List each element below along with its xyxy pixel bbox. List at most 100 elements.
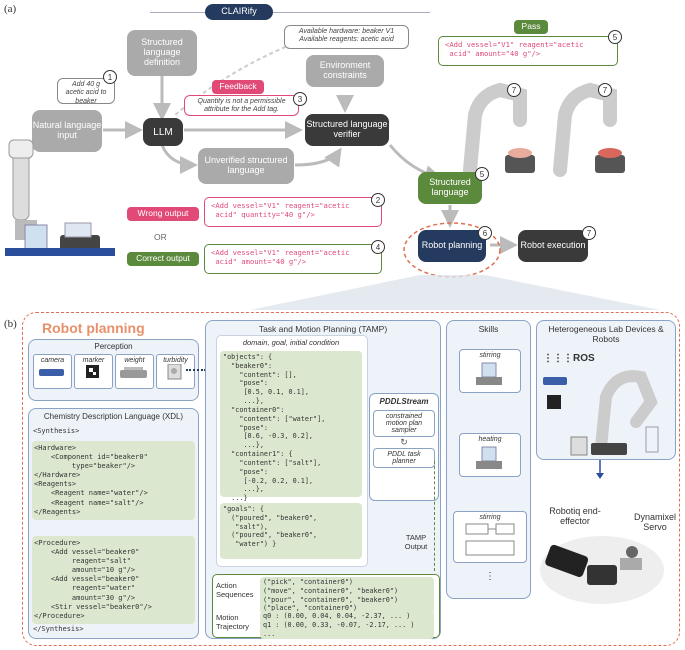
robot-planning-text: Robot planning: [421, 240, 483, 251]
tamp-panel: Task and Motion Planning (TAMP) domain, …: [205, 320, 441, 640]
skills-title: Skills: [478, 324, 499, 334]
xdl-title: Chemistry Description Language (XDL): [43, 412, 184, 421]
stirring-flow-icon: [465, 523, 515, 556]
robot-execution-text: Robot execution: [520, 240, 586, 251]
zoom-cone: [250, 275, 660, 310]
weight-label: weight: [124, 357, 145, 364]
wrong-output-code-box: <Add vessel="V1" reagent="acetic acid" q…: [204, 197, 382, 227]
turbidity-sensor: turbidity: [156, 354, 195, 389]
clairify-title: CLAIRify: [205, 4, 273, 20]
camera-icon: [39, 369, 64, 376]
verifier-text: Structured language verifier: [306, 119, 388, 139]
xdl-procedure-block: <Procedure> <Add vessel="beaker0" reagen…: [32, 536, 195, 624]
feedback-label: Feedback: [212, 80, 264, 94]
wrong-output-code: <Add vessel="V1" reagent="acetic acid" q…: [211, 201, 350, 219]
skills-panel: Skills stirring heating stirring ⋮: [446, 320, 531, 599]
skill-heating-label: heating: [478, 436, 502, 443]
marker-label: marker: [82, 357, 105, 364]
robot-arms-right-image: [463, 82, 625, 177]
step-5-badge-bottom: 5: [475, 167, 489, 181]
pass-code: <Add vessel="V1" reagent="acetic acid" a…: [445, 40, 584, 58]
stirrer-icon: [476, 362, 502, 385]
scale-icon: [120, 367, 147, 378]
action-sequences-code: ("pick", "container0") ("move", "contain…: [260, 577, 434, 615]
correct-output-code-box: <Add vessel="V1" reagent="acetic acid" a…: [204, 244, 382, 274]
tamp-title: Task and Motion Planning (TAMP): [258, 324, 388, 334]
top-divider: [150, 12, 430, 13]
tamp-subtitle: domain, goal, initial condition: [242, 338, 340, 347]
step-1-badge: 1: [103, 70, 117, 84]
task-planner-box: PDDL task planner: [373, 448, 435, 468]
add-note-text: Add 40 g acetic acid to beaker: [65, 81, 107, 105]
pddlstream-box: PDDLStream constrained motion plan sampl…: [369, 393, 439, 501]
feedback-note: Quantity is not a permissible attribute …: [184, 95, 299, 116]
tamp-output-line: [434, 461, 435, 571]
robot-execution-box: Robot execution: [518, 230, 588, 262]
unverified-text: Unverified structured language: [204, 155, 288, 175]
step-7-badge-a: 7: [507, 83, 521, 97]
devices-panel: Heterogeneous Lab Devices & Robots ⋮⋮⋮RO…: [536, 320, 676, 460]
action-sequences-label: Action Sequences: [216, 581, 254, 599]
devices-title: Heterogeneous Lab Devices & Robots: [548, 324, 664, 344]
weight-sensor: weight: [115, 354, 154, 389]
structured-language-box: Structured language: [418, 172, 482, 204]
cycle-icon: ↻: [400, 437, 408, 447]
unverified-box: Unverified structured language: [198, 148, 294, 184]
skill-heating: heating: [459, 433, 521, 477]
ros-logo: ⋮⋮⋮ROS: [543, 353, 595, 364]
step-4-badge: 4: [371, 240, 385, 254]
task-planner-text: PDDL task planner: [387, 451, 421, 465]
skill-stirring-1: stirring: [459, 349, 521, 393]
hardware-note-line2: Available reagents: acetic acid: [299, 36, 394, 44]
devices-arrow: [596, 460, 604, 479]
robot-planning-frame: [22, 312, 680, 646]
tamp-output-label: TAMP Output: [404, 533, 428, 551]
skills-more: ⋮: [485, 571, 495, 582]
motion-sampler-box: constrained motion plan sampler: [373, 410, 435, 437]
label-a: (a): [4, 3, 17, 15]
ros-dots-icon: ⋮⋮⋮: [543, 353, 573, 364]
feedback-note-text: Quantity is not a permissible attribute …: [197, 98, 286, 114]
goals-code: "goals": { ("poured", "beaker0", "salt")…: [220, 503, 362, 559]
or-label: OR: [154, 232, 167, 242]
dynamixel-label: Dynamixel Servo: [633, 512, 676, 532]
structured-def-box: Structured language definition: [127, 30, 197, 76]
xdl-panel: Chemistry Description Language (XDL) <Sy…: [28, 408, 199, 639]
robot-arm-left-image: [5, 139, 115, 256]
verifier-box: Structured language verifier: [305, 114, 389, 146]
step-3-badge: 3: [293, 92, 307, 106]
turbidity-label: turbidity: [163, 357, 188, 364]
perception-title: Perception: [94, 342, 133, 351]
skill-stirring-2: stirring: [453, 511, 527, 563]
end-effector-image: [540, 536, 664, 604]
correct-output-code: <Add vessel="V1" reagent="acetic acid" a…: [211, 248, 350, 266]
lab-devices-image: [543, 370, 659, 456]
structured-def-text: Structured language definition: [141, 37, 183, 67]
hardware-note-line1: Available hardware: beaker V1: [298, 28, 395, 35]
step-6-badge: 6: [478, 226, 492, 240]
correct-output-label: Correct output: [127, 252, 199, 266]
llm-box: LLM: [143, 118, 183, 146]
natural-input-text: Natural language input: [32, 120, 102, 140]
motion-sampler-text: constrained motion plan sampler: [385, 413, 423, 434]
structured-language-text: Structured language: [429, 177, 471, 197]
environment-text: Environment constraints: [319, 60, 371, 80]
robot-planning-title: Robot planning: [42, 320, 145, 336]
skill-stirring-2-label: stirring: [479, 514, 501, 521]
marker-icon: [86, 365, 99, 378]
wrong-output-label: Wrong output: [127, 207, 199, 221]
pddlstream-title: PDDLStream: [379, 397, 429, 406]
step-5-badge-top: 5: [608, 30, 622, 44]
robotiq-label: Robotiq end-effector: [549, 506, 601, 526]
motion-trajectory-label: Motion Trajectory: [216, 613, 250, 631]
robot-planning-box: Robot planning: [418, 230, 486, 262]
camera-sensor: camera: [33, 354, 72, 389]
xdl-hardware-block: <Hardware> <Component id="beaker0" type=…: [32, 441, 195, 520]
xdl-synthesis-open: <Synthesis>: [33, 427, 80, 435]
xdl-synthesis-close: </Synthesis>: [33, 625, 84, 633]
step-7-badge-c: 7: [582, 226, 596, 240]
pass-code-box: <Add vessel="V1" reagent="acetic acid" a…: [438, 36, 618, 66]
step-2-badge: 2: [371, 193, 385, 207]
perception-panel: Perception camera marker weight turbidit…: [28, 339, 199, 401]
pass-label: Pass: [514, 20, 548, 34]
